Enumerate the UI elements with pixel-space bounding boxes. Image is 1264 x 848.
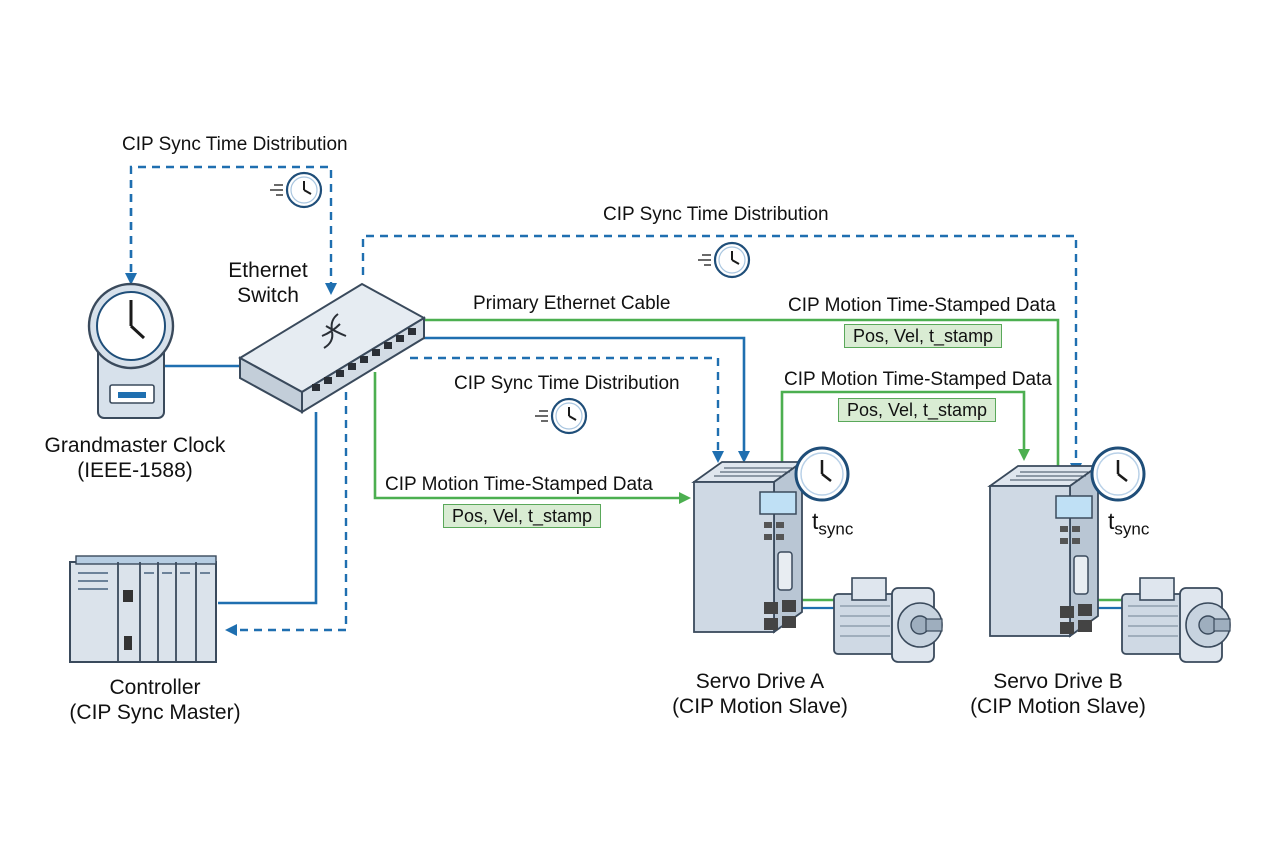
sync-label-middle: CIP Sync Time Distribution bbox=[454, 373, 680, 394]
tsync-label-a: tsync bbox=[812, 508, 854, 539]
switch-label: Ethernet Switch bbox=[228, 259, 308, 307]
grandmaster-label: Grandmaster Clock (IEEE-1588) bbox=[44, 434, 226, 482]
payload-badge-b: Pos, Vel, t_stamp bbox=[838, 398, 997, 422]
drive-a-label: Servo Drive A (CIP Motion Slave) bbox=[672, 670, 848, 718]
servo-motor-b-icon bbox=[1121, 577, 1231, 663]
servo-motor-a-icon bbox=[833, 577, 943, 663]
sync-label-top-left: CIP Sync Time Distribution bbox=[122, 134, 348, 155]
motion-data-links bbox=[373, 318, 1130, 602]
clock-icon bbox=[268, 171, 323, 209]
servo-drive-a-icon bbox=[693, 461, 803, 633]
motion-data-label-b: CIP Motion Time-Stamped Data bbox=[784, 369, 1052, 390]
clock-icon bbox=[533, 397, 588, 435]
sync-label-top-right: CIP Sync Time Distribution bbox=[603, 204, 829, 225]
payload-badge-a: Pos, Vel, t_stamp bbox=[443, 504, 602, 528]
clock-icon bbox=[696, 241, 751, 279]
servo-drive-b-icon bbox=[989, 465, 1099, 637]
sync-dashed-lines bbox=[125, 165, 1082, 636]
plc-controller-icon bbox=[69, 555, 217, 663]
payload-badge-top: Pos, Vel, t_stamp bbox=[844, 324, 1003, 348]
tsync-label-b: tsync bbox=[1108, 508, 1150, 539]
controller-label: Controller (CIP Sync Master) bbox=[69, 676, 241, 724]
drive-b-clock-icon bbox=[1090, 446, 1146, 502]
drive-b-label: Servo Drive B (CIP Motion Slave) bbox=[970, 670, 1146, 718]
motion-data-label-a: CIP Motion Time-Stamped Data bbox=[385, 474, 653, 495]
ethernet-switch-icon bbox=[237, 282, 427, 414]
motion-data-label-top: CIP Motion Time-Stamped Data bbox=[788, 295, 1056, 316]
grandmaster-clock-icon bbox=[87, 282, 175, 419]
drive-a-clock-icon bbox=[794, 446, 850, 502]
ethernet-links bbox=[163, 336, 750, 605]
primary-cable-label: Primary Ethernet Cable bbox=[473, 293, 671, 314]
